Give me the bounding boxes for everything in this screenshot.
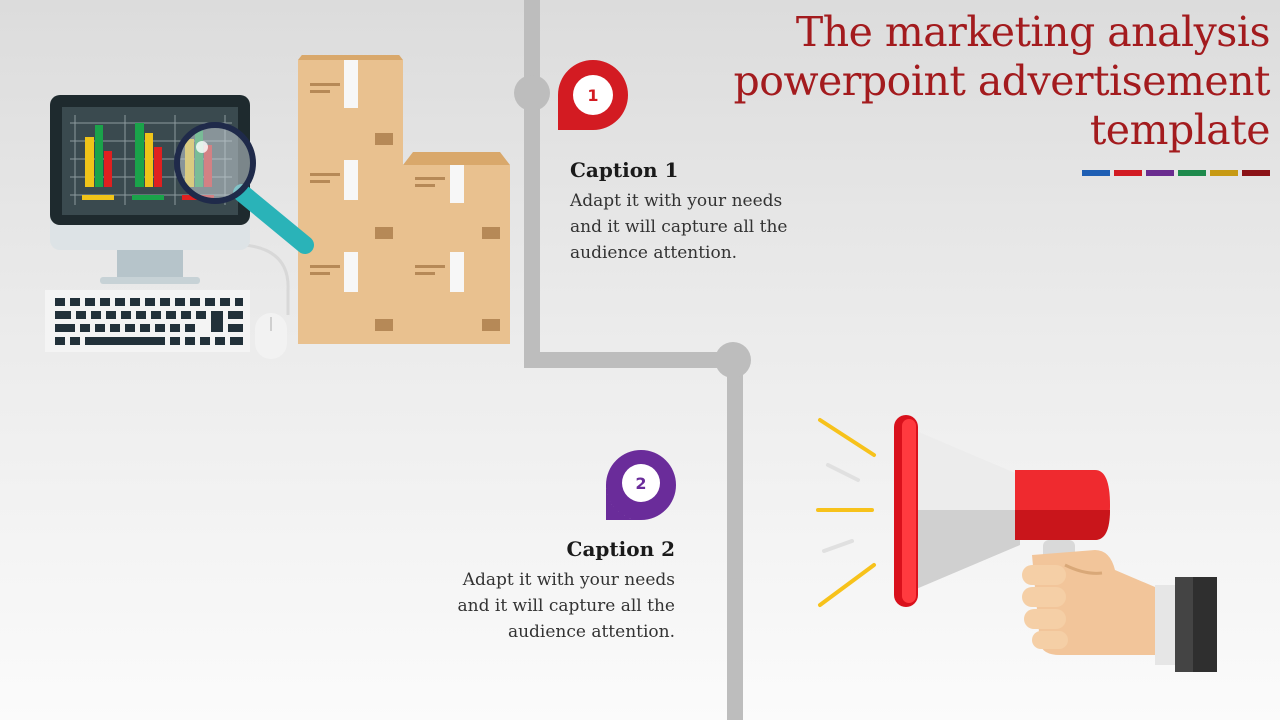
swatch-dark-red (1242, 170, 1270, 176)
caption-1-text: Adapt it with your needs and it will cap… (570, 188, 820, 266)
title-line-3: template (1089, 106, 1271, 154)
swatch-blue (1082, 170, 1110, 176)
swatch-green (1178, 170, 1206, 176)
step-1-marker: 1 (558, 60, 628, 130)
megaphone-icon (816, 415, 1217, 672)
caption-1-line-2: and it will capture all the (570, 217, 788, 237)
swatch-purple (1146, 170, 1174, 176)
slide-title: The marketing analysis powerpoint advert… (710, 8, 1271, 155)
caption-2-line-2: and it will capture all the (457, 596, 675, 616)
cardboard-boxes-icon (298, 55, 510, 344)
caption-1-block: Caption 1 Adapt it with your needs and i… (570, 158, 820, 266)
caption-2-title: Caption 2 (566, 537, 675, 561)
caption-2-text: Adapt it with your needs and it will cap… (430, 567, 675, 645)
timeline-node-1 (514, 75, 550, 111)
caption-1-line-1: Adapt it with your needs (570, 191, 783, 211)
magnifier-icon (174, 122, 314, 254)
swatch-gold (1210, 170, 1238, 176)
step-1-number: 1 (587, 86, 598, 105)
swatch-red (1114, 170, 1142, 176)
step-2-number: 2 (635, 474, 646, 493)
computer-analytics-icon (45, 55, 510, 359)
title-line-1: The marketing analysis (795, 8, 1271, 56)
caption-2-block: Caption 2 Adapt it with your needs and i… (430, 537, 675, 645)
title-line-2: powerpoint advertisement (733, 57, 1271, 105)
caption-2-line-1: Adapt it with your needs (462, 570, 675, 590)
caption-1-title: Caption 1 (570, 158, 679, 182)
caption-2-line-3: audience attention. (507, 622, 675, 642)
step-2-marker: 2 (606, 450, 676, 520)
caption-1-line-3: audience attention. (570, 243, 738, 263)
timeline-node-2 (715, 342, 751, 378)
color-swatch-bar (1082, 170, 1270, 176)
